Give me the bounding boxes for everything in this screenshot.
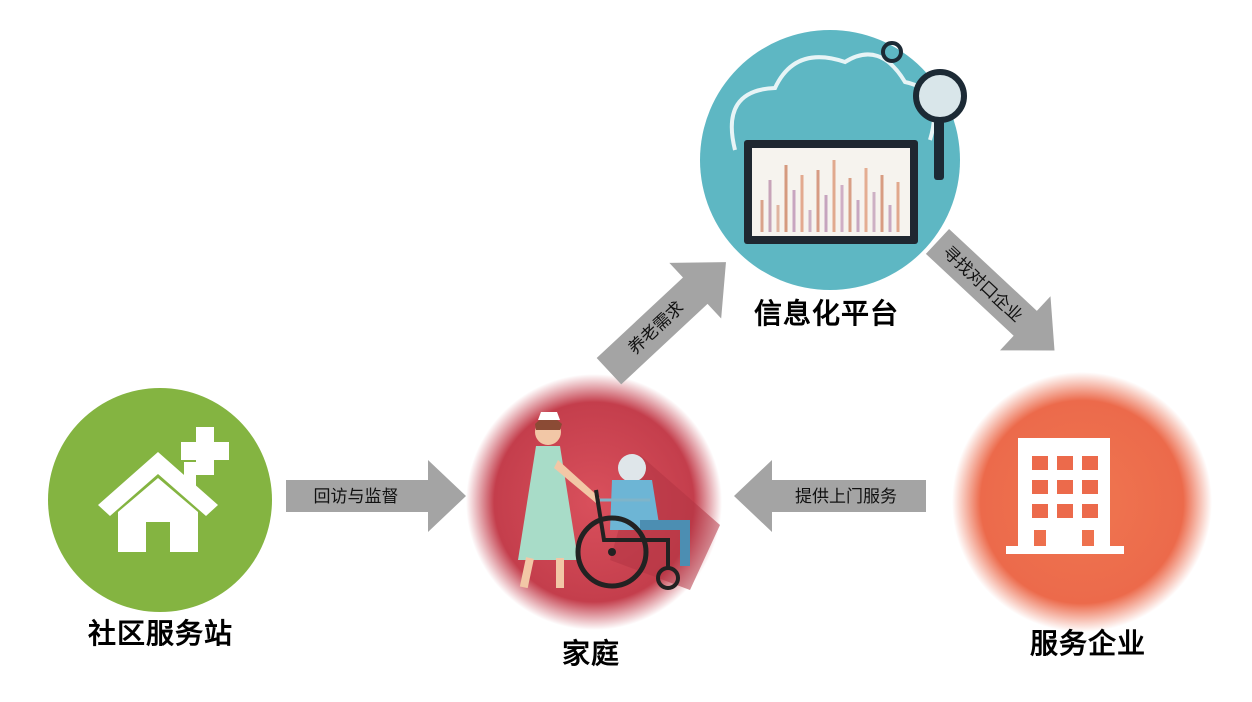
- platform-label-text: 信息化平台: [754, 297, 900, 330]
- arrow-community-to-family-label: 回访与监督: [314, 487, 399, 507]
- community-node: [48, 388, 272, 612]
- enterprise-node: [952, 372, 1212, 632]
- arrow-platform-to-enterprise: 寻找对口企业: [925, 229, 1055, 351]
- magnifier-icon: [881, 41, 967, 180]
- nurse-wheelchair-icon: [518, 412, 720, 590]
- community-label-text: 社区服务站: [88, 617, 234, 650]
- arrow-family-to-platform: 养老需求: [596, 262, 726, 385]
- cloud-laptop-icon: [729, 52, 937, 244]
- family-node: [466, 374, 722, 630]
- building-icon: [1006, 438, 1124, 554]
- arrow-enterprise-to-family: 提供上门服务: [734, 460, 926, 532]
- house-plus-icon: [98, 427, 229, 552]
- family-label-text: 家庭: [562, 637, 621, 670]
- arrow-platform-to-enterprise-label: 寻找对口企业: [938, 242, 1026, 326]
- platform-node: [700, 30, 967, 290]
- arrow-community-to-family: 回访与监督: [286, 460, 466, 532]
- arrow-enterprise-to-family-label: 提供上门服务: [795, 487, 897, 507]
- enterprise-label-text: 服务企业: [1030, 627, 1147, 660]
